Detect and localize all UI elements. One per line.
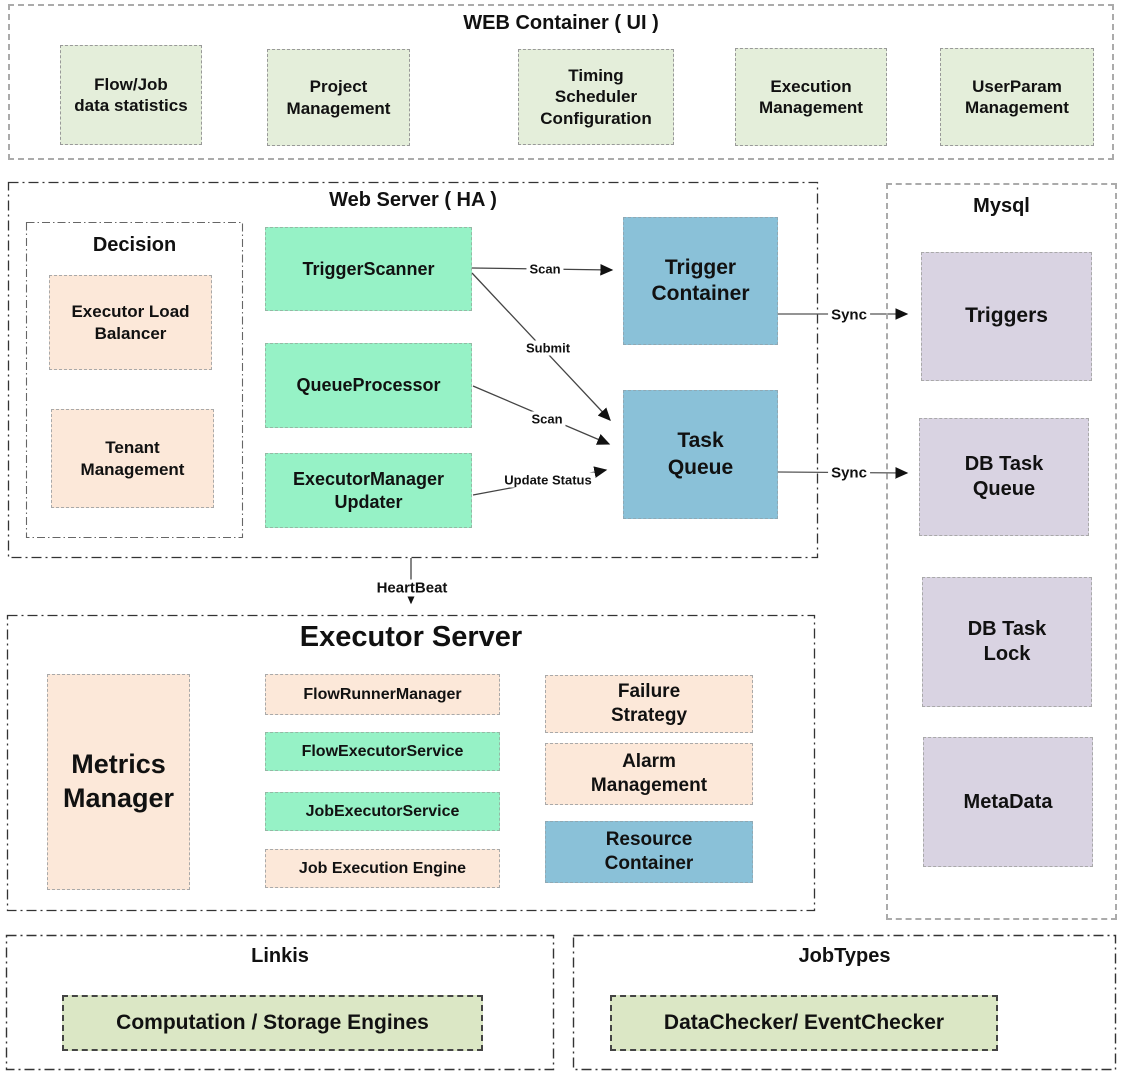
web-server-title: Web Server ( HA ) (329, 189, 497, 211)
edge-label-submit: Submit (522, 340, 574, 356)
db-task-lock-box: DB Task Lock (922, 577, 1092, 707)
db-task-queue-box: DB Task Queue (919, 418, 1089, 536)
decision-section: Decision Executor Load Balancer Tenant M… (26, 222, 243, 538)
linkis-section: Linkis Computation / Storage Engines (6, 935, 554, 1070)
executor-load-balancer-box: Executor Load Balancer (49, 275, 212, 370)
alarm-management-box: Alarm Management (545, 743, 753, 805)
linkis-title: Linkis (251, 945, 309, 967)
job-execution-engine-box: Job Execution Engine (265, 849, 500, 888)
trigger-scanner-box: TriggerScanner (265, 227, 472, 311)
execution-management-box: Execution Management (735, 48, 887, 146)
edge-label-scan-task: Scan (528, 411, 566, 427)
trigger-container-box: Trigger Container (623, 217, 778, 345)
metadata-box: MetaData (923, 737, 1093, 867)
jobtypes-section: JobTypes DataChecker/ EventChecker (573, 935, 1116, 1070)
mysql-section: Mysql Triggers DB Task Queue DB Task Loc… (886, 183, 1117, 920)
decision-title: Decision (92, 234, 177, 256)
web-server-section: Web Server ( HA ) Decision Executor Load… (8, 182, 818, 558)
edge-label-heartbeat: HeartBeat (373, 579, 451, 597)
mysql-title: Mysql (973, 195, 1030, 217)
timing-scheduler-configuration-box: Timing Scheduler Configuration (518, 49, 674, 145)
edge-label-sync-triggers: Sync (828, 306, 870, 324)
resource-container-box: Resource Container (545, 821, 753, 883)
flow-executor-service-box: FlowExecutorService (265, 732, 500, 771)
triggers-table-box: Triggers (921, 252, 1092, 381)
edge-label-scan-trigger: Scan (526, 261, 564, 277)
jobtypes-title: JobTypes (798, 945, 891, 967)
computation-storage-engines-box: Computation / Storage Engines (62, 995, 483, 1051)
flow-runner-manager-box: FlowRunnerManager (265, 674, 500, 715)
task-queue-box: Task Queue (623, 390, 778, 519)
web-container-section: WEB Container ( UI ) Flow/Job data stati… (8, 4, 1114, 160)
failure-strategy-box: Failure Strategy (545, 675, 753, 733)
executor-server-section: Executor Server Metrics Manager FlowRunn… (7, 615, 815, 911)
edge-label-update-status: Update Status (501, 472, 595, 488)
project-management-box: Project Management (267, 49, 410, 146)
web-container-title: WEB Container ( UI ) (463, 12, 659, 34)
executor-manager-updater-box: ExecutorManager Updater (265, 453, 472, 528)
tenant-management-box: Tenant Management (51, 409, 214, 508)
executor-server-title: Executor Server (299, 621, 523, 653)
datachecker-eventchecker-box: DataChecker/ EventChecker (610, 995, 998, 1051)
queue-processor-box: QueueProcessor (265, 343, 472, 428)
job-executor-service-box: JobExecutorService (265, 792, 500, 831)
flow-job-statistics-box: Flow/Job data statistics (60, 45, 202, 145)
userparam-management-box: UserParam Management (940, 48, 1094, 146)
metrics-manager-box: Metrics Manager (47, 674, 190, 890)
edge-label-sync-task-queue: Sync (828, 464, 870, 482)
